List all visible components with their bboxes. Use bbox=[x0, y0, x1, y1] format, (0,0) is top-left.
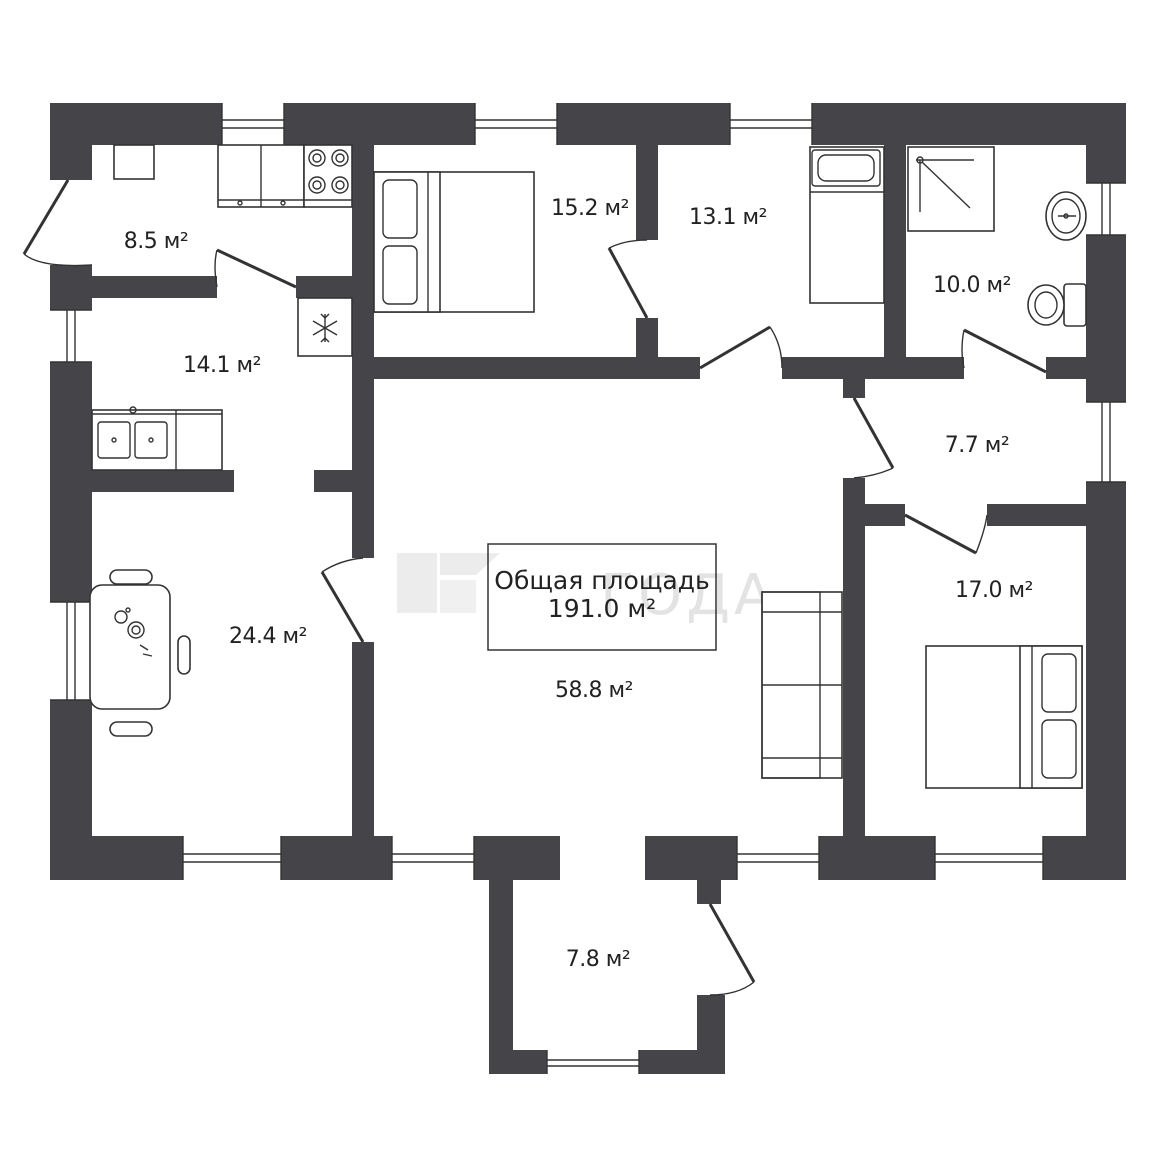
wall-living-left-bottom bbox=[352, 642, 374, 836]
wall-porch-left bbox=[489, 836, 513, 1074]
room-area-dining: 24.4 м² bbox=[229, 624, 307, 649]
wall-hall-bottom-left bbox=[843, 504, 905, 526]
room-area-bathroom: 10.0 м² bbox=[933, 273, 1011, 298]
wall-kitchen-stub bbox=[314, 470, 374, 492]
windows bbox=[50, 103, 1126, 1074]
room-area-porch: 7.8 м² bbox=[566, 947, 630, 972]
wall-bath-left bbox=[884, 145, 906, 379]
washbasin-icon bbox=[1045, 191, 1087, 241]
wall-entry-bottom-right bbox=[296, 276, 356, 298]
fridge-icon bbox=[297, 297, 353, 357]
door-entry-kitchen bbox=[214, 248, 297, 289]
room-area-bedroom-3: 17.0 м² bbox=[955, 578, 1033, 603]
cabinet-icon bbox=[113, 144, 155, 180]
door-living bbox=[320, 557, 365, 643]
door-bedroom-3 bbox=[904, 513, 988, 555]
total-area-value: 191.0 м² bbox=[548, 594, 656, 623]
total-area-box: Общая площадь 191.0 м² bbox=[487, 543, 717, 651]
window-left-1 bbox=[50, 309, 92, 363]
window-right-2 bbox=[1086, 401, 1126, 483]
wall-porch-stub bbox=[697, 878, 721, 904]
single-bed-icon bbox=[809, 146, 885, 304]
window-left-2 bbox=[50, 601, 92, 701]
toilet-icon bbox=[1027, 283, 1087, 327]
shower-icon bbox=[907, 146, 995, 232]
wall-bottom-right bbox=[645, 836, 1126, 880]
wall-top bbox=[50, 103, 1126, 145]
stove-icon bbox=[303, 144, 353, 208]
wall-bedrooms-bottom-left bbox=[352, 357, 700, 379]
kitchen-counter-icon bbox=[217, 144, 305, 208]
doors bbox=[22, 179, 1047, 996]
door-entry-exterior bbox=[22, 179, 93, 267]
watermark-logo-base bbox=[440, 580, 476, 613]
sofa-icon bbox=[761, 591, 843, 779]
bed-icon bbox=[373, 171, 535, 313]
wall-hall-stub bbox=[843, 378, 865, 398]
window-bottom-4 bbox=[934, 836, 1044, 880]
wall-porch-right bbox=[697, 995, 725, 1074]
window-right-1 bbox=[1086, 182, 1126, 236]
room-area-bedroom-2: 13.1 м² bbox=[689, 205, 767, 230]
wall-kitchen-bottom bbox=[92, 470, 234, 492]
watermark: ГОДА bbox=[397, 553, 776, 628]
wall-living-left-mid bbox=[352, 490, 374, 558]
wall-bedrooms-bottom-mid bbox=[782, 357, 906, 379]
watermark-logo-block bbox=[397, 553, 437, 613]
watermark-text: ГОДА bbox=[600, 563, 776, 628]
total-area-title: Общая площадь bbox=[494, 566, 709, 595]
door-bathroom bbox=[961, 328, 1047, 374]
sink-counter-icon bbox=[91, 406, 223, 471]
wall-hall-bottom-right bbox=[987, 504, 1126, 526]
watermark-logo-roof bbox=[440, 553, 500, 575]
room-labels: 8.5 м² 15.2 м² 13.1 м² 10.0 м² 14.1 м² 2… bbox=[124, 196, 1034, 972]
window-porch bbox=[546, 1050, 640, 1074]
wall-bottom-left bbox=[50, 836, 560, 880]
wall-left bbox=[50, 265, 92, 880]
wall-bed1-right-top bbox=[636, 145, 658, 240]
window-bottom-2 bbox=[391, 836, 475, 880]
room-area-living: 58.8 м² bbox=[555, 678, 633, 703]
door-bedroom-2 bbox=[699, 325, 783, 370]
wall-bed1-right-bottom bbox=[636, 318, 658, 378]
window-top-3 bbox=[729, 103, 813, 145]
window-top-2 bbox=[474, 103, 558, 145]
door-bedroom-1 bbox=[607, 239, 649, 319]
window-bottom-1 bbox=[182, 836, 282, 880]
wall-kitchen-right bbox=[352, 145, 374, 475]
room-area-entry: 8.5 м² bbox=[124, 229, 188, 254]
wall-bath-bottom-right bbox=[1046, 357, 1126, 379]
window-bottom-3 bbox=[736, 836, 820, 880]
wall-living-right bbox=[843, 478, 865, 836]
wall-left-top bbox=[50, 103, 92, 180]
room-area-kitchen: 14.1 м² bbox=[183, 353, 261, 378]
dining-table-icon bbox=[89, 569, 191, 737]
door-small-hall bbox=[852, 397, 895, 479]
double-bed-icon bbox=[925, 645, 1083, 789]
room-area-hall-small: 7.7 м² bbox=[945, 433, 1009, 458]
room-area-bedroom-1: 15.2 м² bbox=[551, 196, 629, 221]
door-porch bbox=[708, 903, 756, 996]
wall-entry-bottom bbox=[92, 276, 217, 298]
window-top-1 bbox=[221, 103, 285, 145]
